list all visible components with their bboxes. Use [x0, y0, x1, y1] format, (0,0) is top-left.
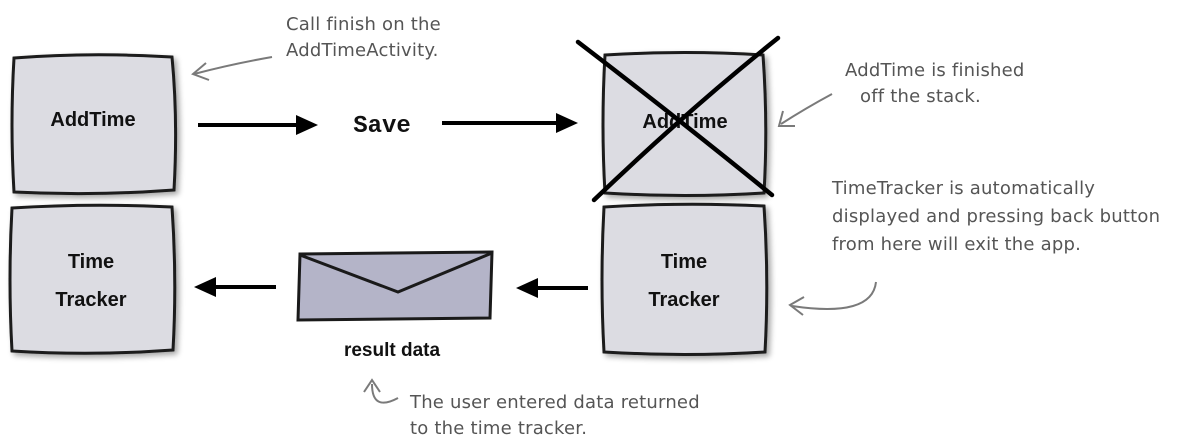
timetracker-right-label-line1: Time — [661, 251, 707, 273]
timetracker-box-label-line2: Tracker — [55, 289, 126, 311]
note-finish-line1: Call finish on the — [286, 14, 441, 35]
note-tracker-line1: TimeTracker is automatically — [831, 178, 1095, 199]
note-user-line2: to the time tracker. — [410, 418, 587, 439]
note-user-line1: The user entered data returned — [409, 392, 700, 413]
result-data-label: result data — [344, 340, 441, 361]
arrow-to-envelope — [516, 278, 588, 298]
addtime-box-left: AddTime — [10, 53, 178, 196]
addtime-finished-box-label: AddTime — [642, 111, 727, 133]
envelope-icon — [296, 250, 494, 322]
arrow-to-save — [198, 115, 318, 135]
note-finished-line2: off the stack. — [860, 86, 981, 107]
note-user-pointer — [363, 378, 399, 404]
timetracker-box-label-line1: Time — [68, 251, 114, 273]
note-finish-line2: AddTimeActivity. — [286, 40, 439, 61]
timetracker-box-right: Time Tracker — [600, 202, 769, 356]
timetracker-right-label-line2: Tracker — [648, 289, 719, 311]
note-finished-pointer — [777, 93, 833, 127]
note-tracker-line2: displayed and pressing back button — [832, 206, 1160, 227]
note-tracker-pointer — [788, 281, 877, 316]
cross-out-mark — [575, 35, 781, 203]
note-finished-line1: AddTime is finished — [845, 60, 1025, 81]
arrow-to-finished — [442, 113, 578, 133]
note-finish-pointer — [191, 56, 273, 81]
addtime-box-label: AddTime — [50, 109, 135, 131]
arrow-to-timetracker — [194, 277, 276, 297]
timetracker-box-left: Time Tracker — [8, 203, 177, 355]
note-tracker-line3: from here will exit the app. — [832, 234, 1081, 255]
save-label: Save — [353, 113, 411, 140]
